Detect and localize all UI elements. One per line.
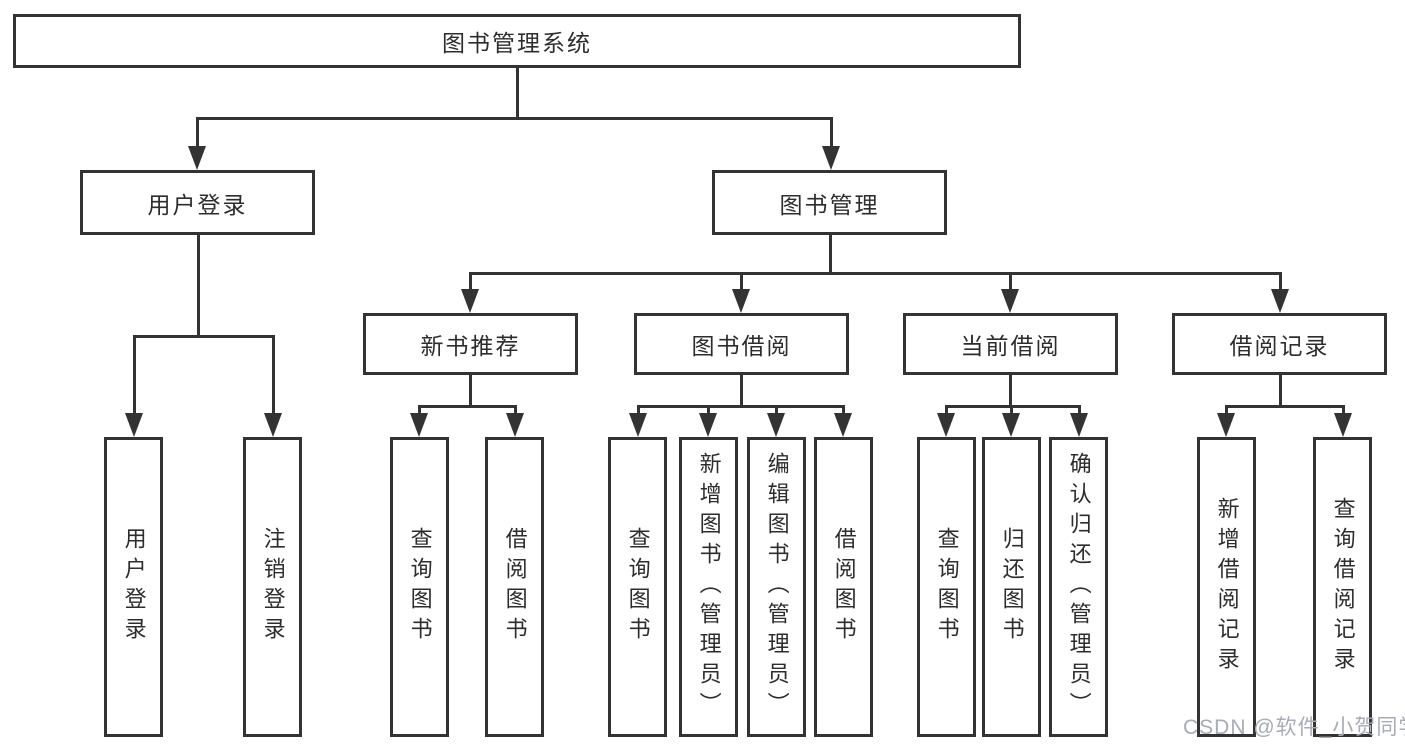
node-user-login-group: 用户登录 <box>80 170 315 235</box>
connector-line <box>1077 406 1081 419</box>
arrowhead-icon <box>822 146 840 170</box>
connector-line <box>195 116 833 120</box>
connector-line <box>1278 375 1282 406</box>
connector-line <box>1009 406 1013 419</box>
connector-line <box>417 404 517 408</box>
arrowhead-icon <box>1334 413 1352 437</box>
node-label-leaf-return-book: 归还图书 <box>999 527 1025 647</box>
arrowhead-icon <box>1217 413 1235 437</box>
connector-line <box>706 406 710 419</box>
node-leaf-user-login: 用户登录 <box>104 437 163 737</box>
arrowhead-icon <box>1271 289 1289 313</box>
node-leaf-search-book-3: 查询图书 <box>917 437 976 737</box>
node-label-leaf-borrow-book-2: 借阅图书 <box>831 527 857 647</box>
node-leaf-add-book: 新增图书（管理员） <box>679 437 738 737</box>
arrowhead-icon <box>1001 289 1019 313</box>
arrowhead-icon <box>410 413 428 437</box>
node-label-leaf-search-record: 查询借阅记录 <box>1330 497 1356 677</box>
connector-line <box>1008 273 1012 295</box>
node-leaf-borrow-book-2: 借阅图书 <box>814 437 873 737</box>
connector-line <box>636 406 640 419</box>
connector-line <box>271 336 275 419</box>
node-label-leaf-borrow-book-1: 借阅图书 <box>502 527 528 647</box>
node-leaf-logout: 注销登录 <box>243 437 302 737</box>
node-label-leaf-add-record: 新增借阅记录 <box>1214 497 1240 677</box>
node-label-leaf-confirm-return: 确认归还（管理员） <box>1066 452 1092 722</box>
node-current-borrow: 当前借阅 <box>903 313 1118 375</box>
connector-line <box>829 118 833 152</box>
arrowhead-icon <box>834 413 852 437</box>
connector-line <box>417 406 421 419</box>
node-label-leaf-add-book: 新增图书（管理员） <box>696 452 722 722</box>
connector-line <box>841 406 845 419</box>
connector-line <box>1224 406 1228 419</box>
node-book-mgmt-group: 图书管理 <box>712 170 947 235</box>
arrowhead-icon <box>937 413 955 437</box>
connector-line <box>515 68 519 118</box>
arrowhead-icon <box>699 413 717 437</box>
node-label-leaf-logout: 注销登录 <box>260 527 286 647</box>
connector-line <box>944 404 1081 408</box>
csdn-watermark: CSDN @软件_小贺同学 <box>1183 716 1405 739</box>
node-label-leaf-edit-book: 编辑图书（管理员） <box>764 452 790 722</box>
connector-line <box>196 235 200 336</box>
node-leaf-search-record: 查询借阅记录 <box>1313 437 1372 737</box>
arrowhead-icon <box>767 413 785 437</box>
node-label-leaf-search-book-3: 查询图书 <box>934 527 960 647</box>
node-label-leaf-user-login: 用户登录 <box>121 527 147 647</box>
connector-line <box>1224 404 1345 408</box>
connector-line <box>195 118 199 152</box>
node-borrow-records: 借阅记录 <box>1172 313 1387 375</box>
connector-line <box>468 271 1282 275</box>
connector-line <box>774 406 778 419</box>
connector-line <box>739 273 743 295</box>
connector-line <box>944 406 948 419</box>
node-leaf-search-book-2: 查询图书 <box>608 437 667 737</box>
connector-line <box>468 375 472 406</box>
connector-line <box>132 336 136 419</box>
connector-line <box>1008 375 1012 406</box>
node-root: 图书管理系统 <box>13 14 1021 68</box>
node-label-book-mgmt-group: 图书管理 <box>779 191 880 218</box>
arrowhead-icon <box>264 413 282 437</box>
connector-line <box>1278 273 1282 295</box>
node-leaf-edit-book: 编辑图书（管理员） <box>747 437 806 737</box>
arrowhead-icon <box>732 289 750 313</box>
connector-line <box>132 334 275 338</box>
node-label-new-book-rec: 新书推荐 <box>420 333 521 359</box>
node-leaf-add-record: 新增借阅记录 <box>1197 437 1256 737</box>
connector-line <box>1341 406 1345 419</box>
connector-line <box>468 273 472 295</box>
node-label-leaf-search-book-1: 查询图书 <box>407 527 433 647</box>
node-leaf-return-book: 归还图书 <box>982 437 1041 737</box>
arrowhead-icon <box>1070 413 1088 437</box>
connector-line <box>636 404 845 408</box>
node-label-book-borrow: 图书借阅 <box>691 333 792 359</box>
node-new-book-rec: 新书推荐 <box>363 313 578 375</box>
arrowhead-icon <box>506 413 524 437</box>
arrowhead-icon <box>125 413 143 437</box>
node-label-leaf-search-book-2: 查询图书 <box>625 527 651 647</box>
node-leaf-search-book-1: 查询图书 <box>390 437 449 737</box>
node-label-user-login-group: 用户登录 <box>147 191 248 218</box>
arrowhead-icon <box>461 289 479 313</box>
connector-line <box>513 406 517 419</box>
node-label-root: 图书管理系统 <box>442 30 592 56</box>
arrowhead-icon <box>188 146 206 170</box>
node-label-current-borrow: 当前借阅 <box>960 333 1061 359</box>
connector-line <box>739 375 743 406</box>
arrowhead-icon <box>629 413 647 437</box>
node-label-borrow-records: 借阅记录 <box>1229 333 1330 359</box>
node-leaf-confirm-return: 确认归还（管理员） <box>1049 437 1108 737</box>
arrowhead-icon <box>1002 413 1020 437</box>
node-book-borrow: 图书借阅 <box>634 313 849 375</box>
node-leaf-borrow-book-1: 借阅图书 <box>485 437 544 737</box>
connector-line <box>828 235 832 273</box>
